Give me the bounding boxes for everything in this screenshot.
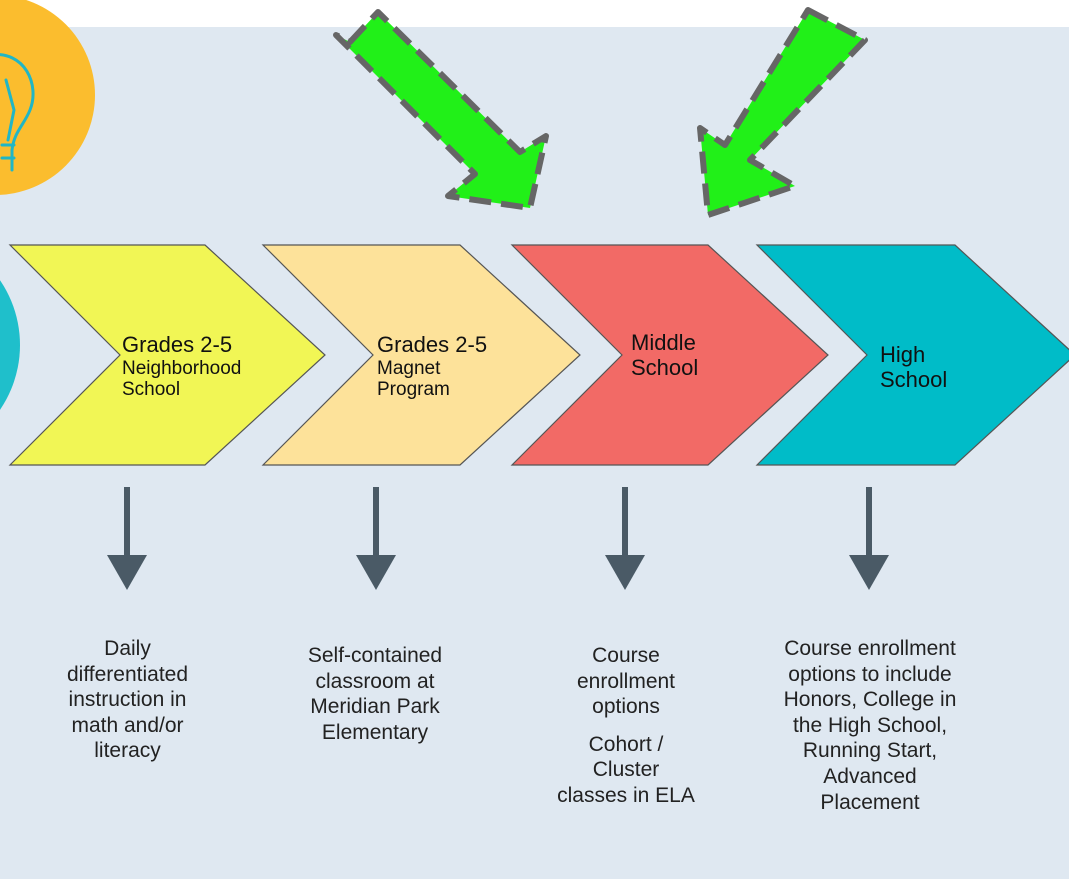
description-4-line: Course enrollment xyxy=(784,637,956,660)
description-1-line: math and/or xyxy=(71,713,184,737)
lightbulb-icon xyxy=(0,53,35,172)
step-label-3: Middle School xyxy=(631,330,699,380)
chevron-step-3 xyxy=(510,244,829,466)
description-3-line: Course xyxy=(592,644,660,667)
description-1: Daily differentiated instruction in math… xyxy=(55,636,200,764)
down-arrow-2 xyxy=(356,487,396,590)
description-4-line: Advanced xyxy=(823,765,917,789)
green-callout-arrow-left xyxy=(333,9,549,211)
description-4-line: Running Start, xyxy=(802,739,938,763)
description-3-line: Cohort / xyxy=(588,732,664,756)
description-2-line: classroom at xyxy=(315,669,435,693)
description-3-line: options xyxy=(592,695,660,719)
description-2-line: Self-contained xyxy=(307,644,443,667)
step-4-subtitle: School xyxy=(880,366,948,392)
description-2: Self-contained classroom at Meridian Par… xyxy=(280,643,470,745)
teal-circle-decoration xyxy=(0,280,20,410)
description-1-line: instruction in xyxy=(68,688,187,712)
description-4-line: options to include xyxy=(788,662,952,686)
step-label-2: Grades 2-5 Magnet Program xyxy=(377,332,488,400)
step-4-title: High xyxy=(880,342,926,367)
chevron-step-1 xyxy=(8,244,326,466)
step-1-title: Grades 2-5 xyxy=(122,332,233,357)
green-callout-arrow-right xyxy=(697,7,868,218)
step-1-subtitle-line-1: Neighborhood xyxy=(122,357,242,379)
description-3: Course enrollment options Cohort / Clust… xyxy=(535,643,717,809)
step-3-title: Middle xyxy=(631,330,696,355)
description-3-line: Cluster xyxy=(592,758,660,782)
description-3-paragraph-1: Course enrollment options xyxy=(535,643,717,720)
description-1-line: Daily xyxy=(104,637,151,660)
step-1-subtitle-line-2: School xyxy=(122,378,181,400)
orange-circle-decoration xyxy=(0,0,95,195)
description-4-line: Honors, College in xyxy=(783,688,957,712)
down-arrow-3 xyxy=(605,487,645,590)
description-4-line: Placement xyxy=(820,790,920,814)
description-1-line: literacy xyxy=(94,739,161,763)
step-2-subtitle-line-1: Magnet xyxy=(377,357,441,379)
step-2-subtitle-line-2: Program xyxy=(377,378,450,400)
chevron-step-4 xyxy=(755,244,1069,466)
step-label-1: Grades 2-5 Neighborhood School xyxy=(122,332,242,400)
description-2-line: Meridian Park xyxy=(310,695,440,719)
description-4-line: the High School, xyxy=(792,713,948,737)
description-3-line: classes in ELA xyxy=(557,784,695,808)
description-3-paragraph-2: Cohort / Cluster classes in ELA xyxy=(535,732,717,809)
step-3-subtitle: School xyxy=(631,354,699,380)
step-2-title: Grades 2-5 xyxy=(377,332,488,357)
down-arrow-1 xyxy=(107,487,147,590)
down-arrow-4 xyxy=(849,487,889,590)
description-4: Course enrollment options to include Hon… xyxy=(755,636,985,815)
step-label-4: High School xyxy=(880,342,948,392)
description-2-line: Elementary xyxy=(321,720,429,744)
description-3-line: enrollment xyxy=(576,669,676,693)
description-1-line: differentiated xyxy=(66,662,189,686)
chevron-step-2 xyxy=(261,244,581,466)
